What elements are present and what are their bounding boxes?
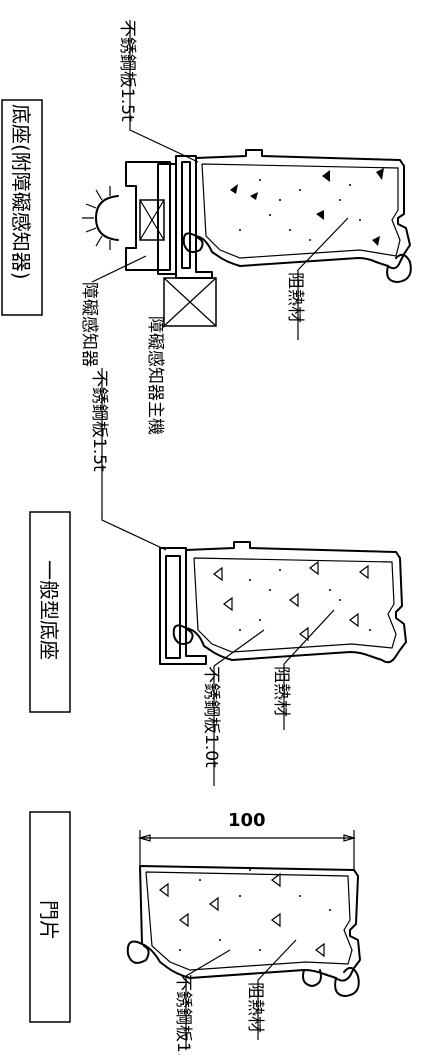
curl-left-3 [126,940,150,964]
section-base-with-sensor: 底座(附障礙感知器) 不銹鋼板1.5t [1,20,412,435]
sensor-main-cross [163,277,217,327]
frame-step-1 [157,163,177,275]
leader-insulation-c [257,939,297,981]
insulation-fill-2 [213,560,371,642]
section-door-leaf: 門片 100 阻熱材 不銹鋼板1. [29,810,361,1055]
frame-profile-1 [175,155,213,279]
panel-profile-1 [195,149,411,270]
leader-sensor [91,255,147,283]
panel-profile-2 [185,541,407,664]
panel-inner-line-3 [145,871,353,971]
panel-inner-line-1 [201,163,401,259]
leader-10t-a [213,629,265,667]
sensor-main-unit [163,277,217,327]
label-insulation-a: 阻熱材 [285,272,305,323]
leader-15t-a [129,20,199,163]
frame-profile-2 [159,547,207,665]
insulation-fill-3 [159,869,331,958]
curl-left-1 [182,232,204,253]
leader-insulation-a [297,217,349,271]
section2-title: 一般型底座 [37,560,61,660]
curl-right-3a [334,966,360,997]
label-dimension-100: 100 [228,810,266,831]
curl-right-1 [386,253,412,283]
label-sensor-main: 障礙感知器主機 [145,316,165,435]
sensor-eye [95,195,119,241]
panel-profile-3 [139,865,361,982]
sensor-cross [139,199,165,241]
sensor-housing [125,161,171,271]
insulation-fill-1 [230,168,384,246]
label-stainless-10t-b: 不銹鋼板1. [173,974,193,1055]
sensor-rays [82,186,111,250]
label-insulation-c: 阻熱材 [245,982,265,1033]
section3-title: 門片 [37,900,61,940]
section1-title: 底座(附障礙感知器) [9,104,33,280]
leader-insulation-b [283,609,335,665]
section2-title-box [29,511,71,713]
panel-inner-line-2 [193,557,397,653]
label-sensor: 障礙感知器 [79,282,99,367]
section1-title-box [1,99,43,316]
leader-15t-b [101,368,167,551]
curl-right-3b [302,969,322,987]
sensor-body [139,199,165,241]
section3-title-box [29,811,71,1023]
leader-10t-b [185,949,231,977]
label-stainless-15t-b: 不銹鋼板1.5t [89,370,109,472]
label-insulation-b: 阻熱材 [271,666,291,717]
section-standard-base: 一般型底座 不銹鋼板1.5t 阻熱材 不銹鋼板1.0t [29,368,407,786]
label-stainless-15t-a: 不銹鋼板1.5t [117,20,137,122]
label-stainless-10t-a: 不銹鋼板1.0t [201,666,221,768]
